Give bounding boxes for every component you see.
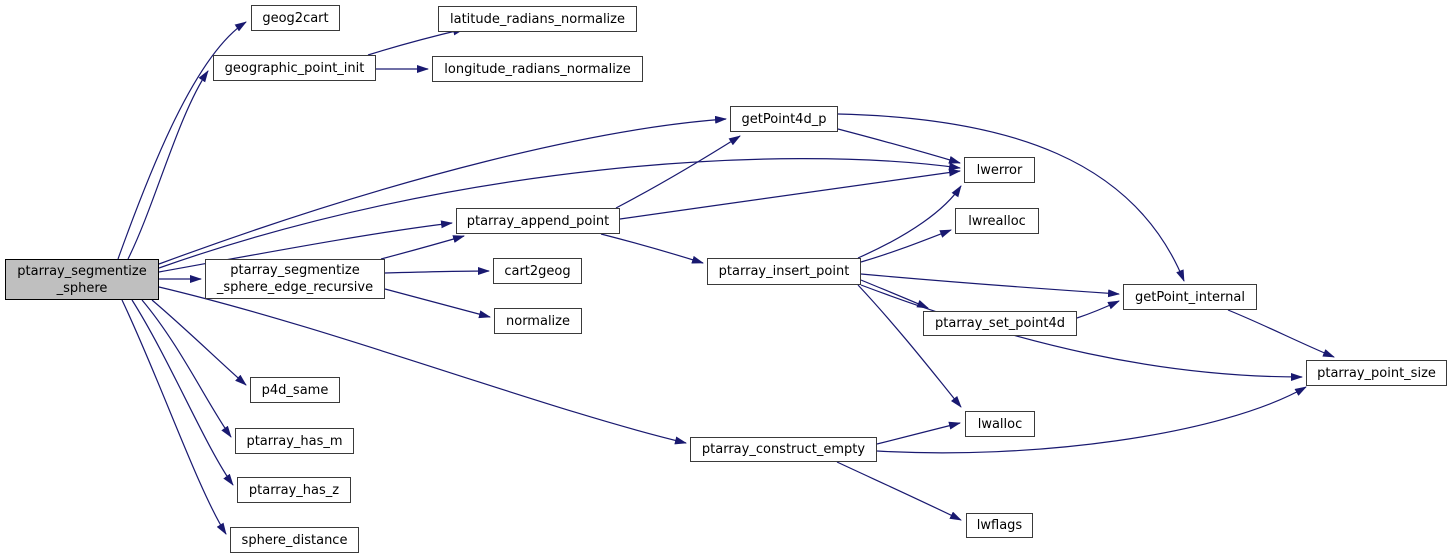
edge-ptarray_append_point-to-ptarray_insert_point <box>600 233 704 264</box>
node-cart2geog[interactable]: cart2geog <box>493 258 582 284</box>
node-ptarray_has_z[interactable]: ptarray_has_z <box>237 477 351 503</box>
node-p4d_same[interactable]: p4d_same <box>250 377 340 403</box>
node-getPoint4d_p[interactable]: getPoint4d_p <box>730 106 838 132</box>
edge-ptarray_insert_point-to-lwrealloc <box>860 229 952 263</box>
node-latitude_radians_normalize[interactable]: latitude_radians_normalize <box>438 6 637 32</box>
node-geographic_point_init[interactable]: geographic_point_init <box>213 55 376 81</box>
edge-ptarray_segmentize_sphere_edge_recursive-to-ptarray_append_point <box>380 235 465 260</box>
node-ptarray_append_point[interactable]: ptarray_append_point <box>456 208 620 234</box>
node-ptarray_set_point4d[interactable]: ptarray_set_point4d <box>923 311 1077 336</box>
node-ptarray_point_size[interactable]: ptarray_point_size <box>1306 360 1447 386</box>
edge-ptarray_construct_empty-to-lwalloc <box>876 421 961 445</box>
edge-geographic_point_init-to-latitude_radians_normalize <box>367 27 465 56</box>
node-longitude_radians_normalize[interactable]: longitude_radians_normalize <box>432 56 643 82</box>
edge-ptarray_construct_empty-to-ptarray_point_size <box>876 386 1307 454</box>
edge-ptarray_segmentize_sphere-to-sphere_distance <box>121 299 227 535</box>
edge-ptarray_insert_point-to-ptarray_set_point4d <box>860 279 929 309</box>
edge-ptarray_insert_point-to-lwalloc <box>857 284 962 408</box>
edge-getPoint_internal-to-ptarray_point_size <box>1227 309 1335 358</box>
node-lwrealloc[interactable]: lwrealloc <box>955 208 1039 234</box>
node-ptarray_construct_empty[interactable]: ptarray_construct_empty <box>690 437 877 462</box>
edge-ptarray_insert_point-to-lwerror <box>857 185 962 259</box>
edge-ptarray_segmentize_sphere-to-geog2cart <box>117 21 247 260</box>
edge-ptarray_segmentize_sphere_edge_recursive-to-normalize <box>384 288 491 319</box>
edge-ptarray_insert_point-to-ptarray_point_size <box>860 284 1303 381</box>
edge-ptarray_set_point4d-to-getPoint_internal <box>1076 300 1120 319</box>
node-ptarray_segmentize_sphere: ptarray_segmentize _sphere <box>5 259 159 300</box>
node-lwerror[interactable]: lwerror <box>964 157 1035 183</box>
edge-ptarray_segmentize_sphere-to-ptarray_has_z <box>131 299 234 486</box>
edge-ptarray_append_point-to-getPoint4d_p <box>615 135 741 209</box>
node-geog2cart[interactable]: geog2cart <box>251 5 340 31</box>
edge-ptarray_segmentize_sphere-to-ptarray_construct_empty <box>158 286 687 445</box>
node-normalize[interactable]: normalize <box>494 308 582 334</box>
edge-getPoint4d_p-to-getPoint_internal <box>837 113 1185 282</box>
node-lwalloc[interactable]: lwalloc <box>965 411 1035 437</box>
node-sphere_distance[interactable]: sphere_distance <box>230 527 359 553</box>
edge-ptarray_construct_empty-to-lwflags <box>836 461 962 521</box>
edge-ptarray_segmentize_sphere_edge_recursive-to-cart2geog <box>384 267 490 276</box>
node-ptarray_segmentize_sphere_edge_recursive[interactable]: ptarray_segmentize _sphere_edge_recursiv… <box>205 259 385 299</box>
edge-ptarray_insert_point-to-getPoint_internal <box>860 273 1120 298</box>
edge-ptarray_segmentize_sphere-to-p4d_same <box>151 299 247 386</box>
edge-ptarray_segmentize_sphere-to-ptarray_has_m <box>141 299 232 438</box>
node-lwflags[interactable]: lwflags <box>966 513 1033 538</box>
node-ptarray_has_m[interactable]: ptarray_has_m <box>235 428 354 454</box>
node-getPoint_internal[interactable]: getPoint_internal <box>1123 284 1257 310</box>
edge-getPoint4d_p-to-lwerror <box>837 128 961 164</box>
edge-ptarray_segmentize_sphere-to-getPoint4d_p <box>158 115 727 265</box>
edge-ptarray_segmentize_sphere-to-ptarray_append_point <box>158 220 453 273</box>
edge-ptarray_append_point-to-lwerror <box>619 168 961 220</box>
node-ptarray_insert_point[interactable]: ptarray_insert_point <box>707 258 861 285</box>
edge-ptarray_segmentize_sphere-to-lwerror <box>158 157 961 269</box>
edge-ptarray_segmentize_sphere-to-geographic_point_init <box>127 70 209 260</box>
